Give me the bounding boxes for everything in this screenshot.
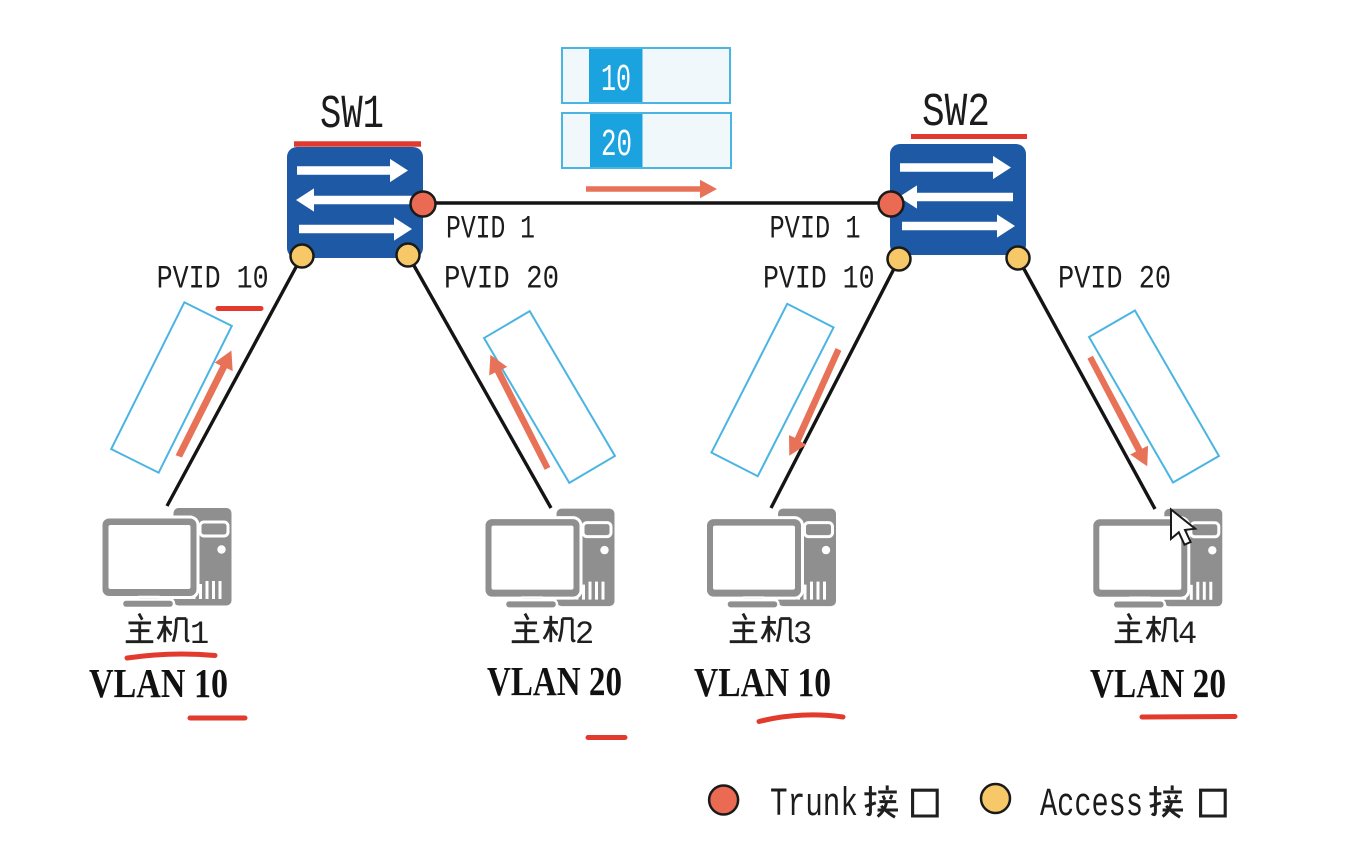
svg-text:3: 3 xyxy=(793,616,812,653)
svg-text:SW1: SW1 xyxy=(320,89,384,142)
svg-text:PVID 1: PVID 1 xyxy=(770,211,861,248)
svg-text:20: 20 xyxy=(601,124,632,167)
svg-text:1: 1 xyxy=(190,616,209,653)
svg-text:4: 4 xyxy=(1178,616,1197,653)
svg-text:Access: Access xyxy=(1040,783,1143,828)
svg-text:Trunk: Trunk xyxy=(770,783,858,828)
svg-text:VLAN 10: VLAN 10 xyxy=(694,659,831,705)
svg-text:PVID 20: PVID 20 xyxy=(444,261,559,298)
svg-text:SW2: SW2 xyxy=(922,87,990,140)
svg-text:VLAN 20: VLAN 20 xyxy=(487,658,622,704)
svg-text:PVID 10: PVID 10 xyxy=(157,260,269,297)
svg-text:PVID 20: PVID 20 xyxy=(1058,261,1171,298)
svg-text:PVID 1: PVID 1 xyxy=(446,211,535,248)
svg-text:VLAN 20: VLAN 20 xyxy=(1090,660,1226,706)
svg-text:PVID 10: PVID 10 xyxy=(763,261,875,298)
svg-text:VLAN 10: VLAN 10 xyxy=(89,660,228,706)
svg-text:10: 10 xyxy=(601,59,631,102)
svg-text:2: 2 xyxy=(575,616,594,653)
